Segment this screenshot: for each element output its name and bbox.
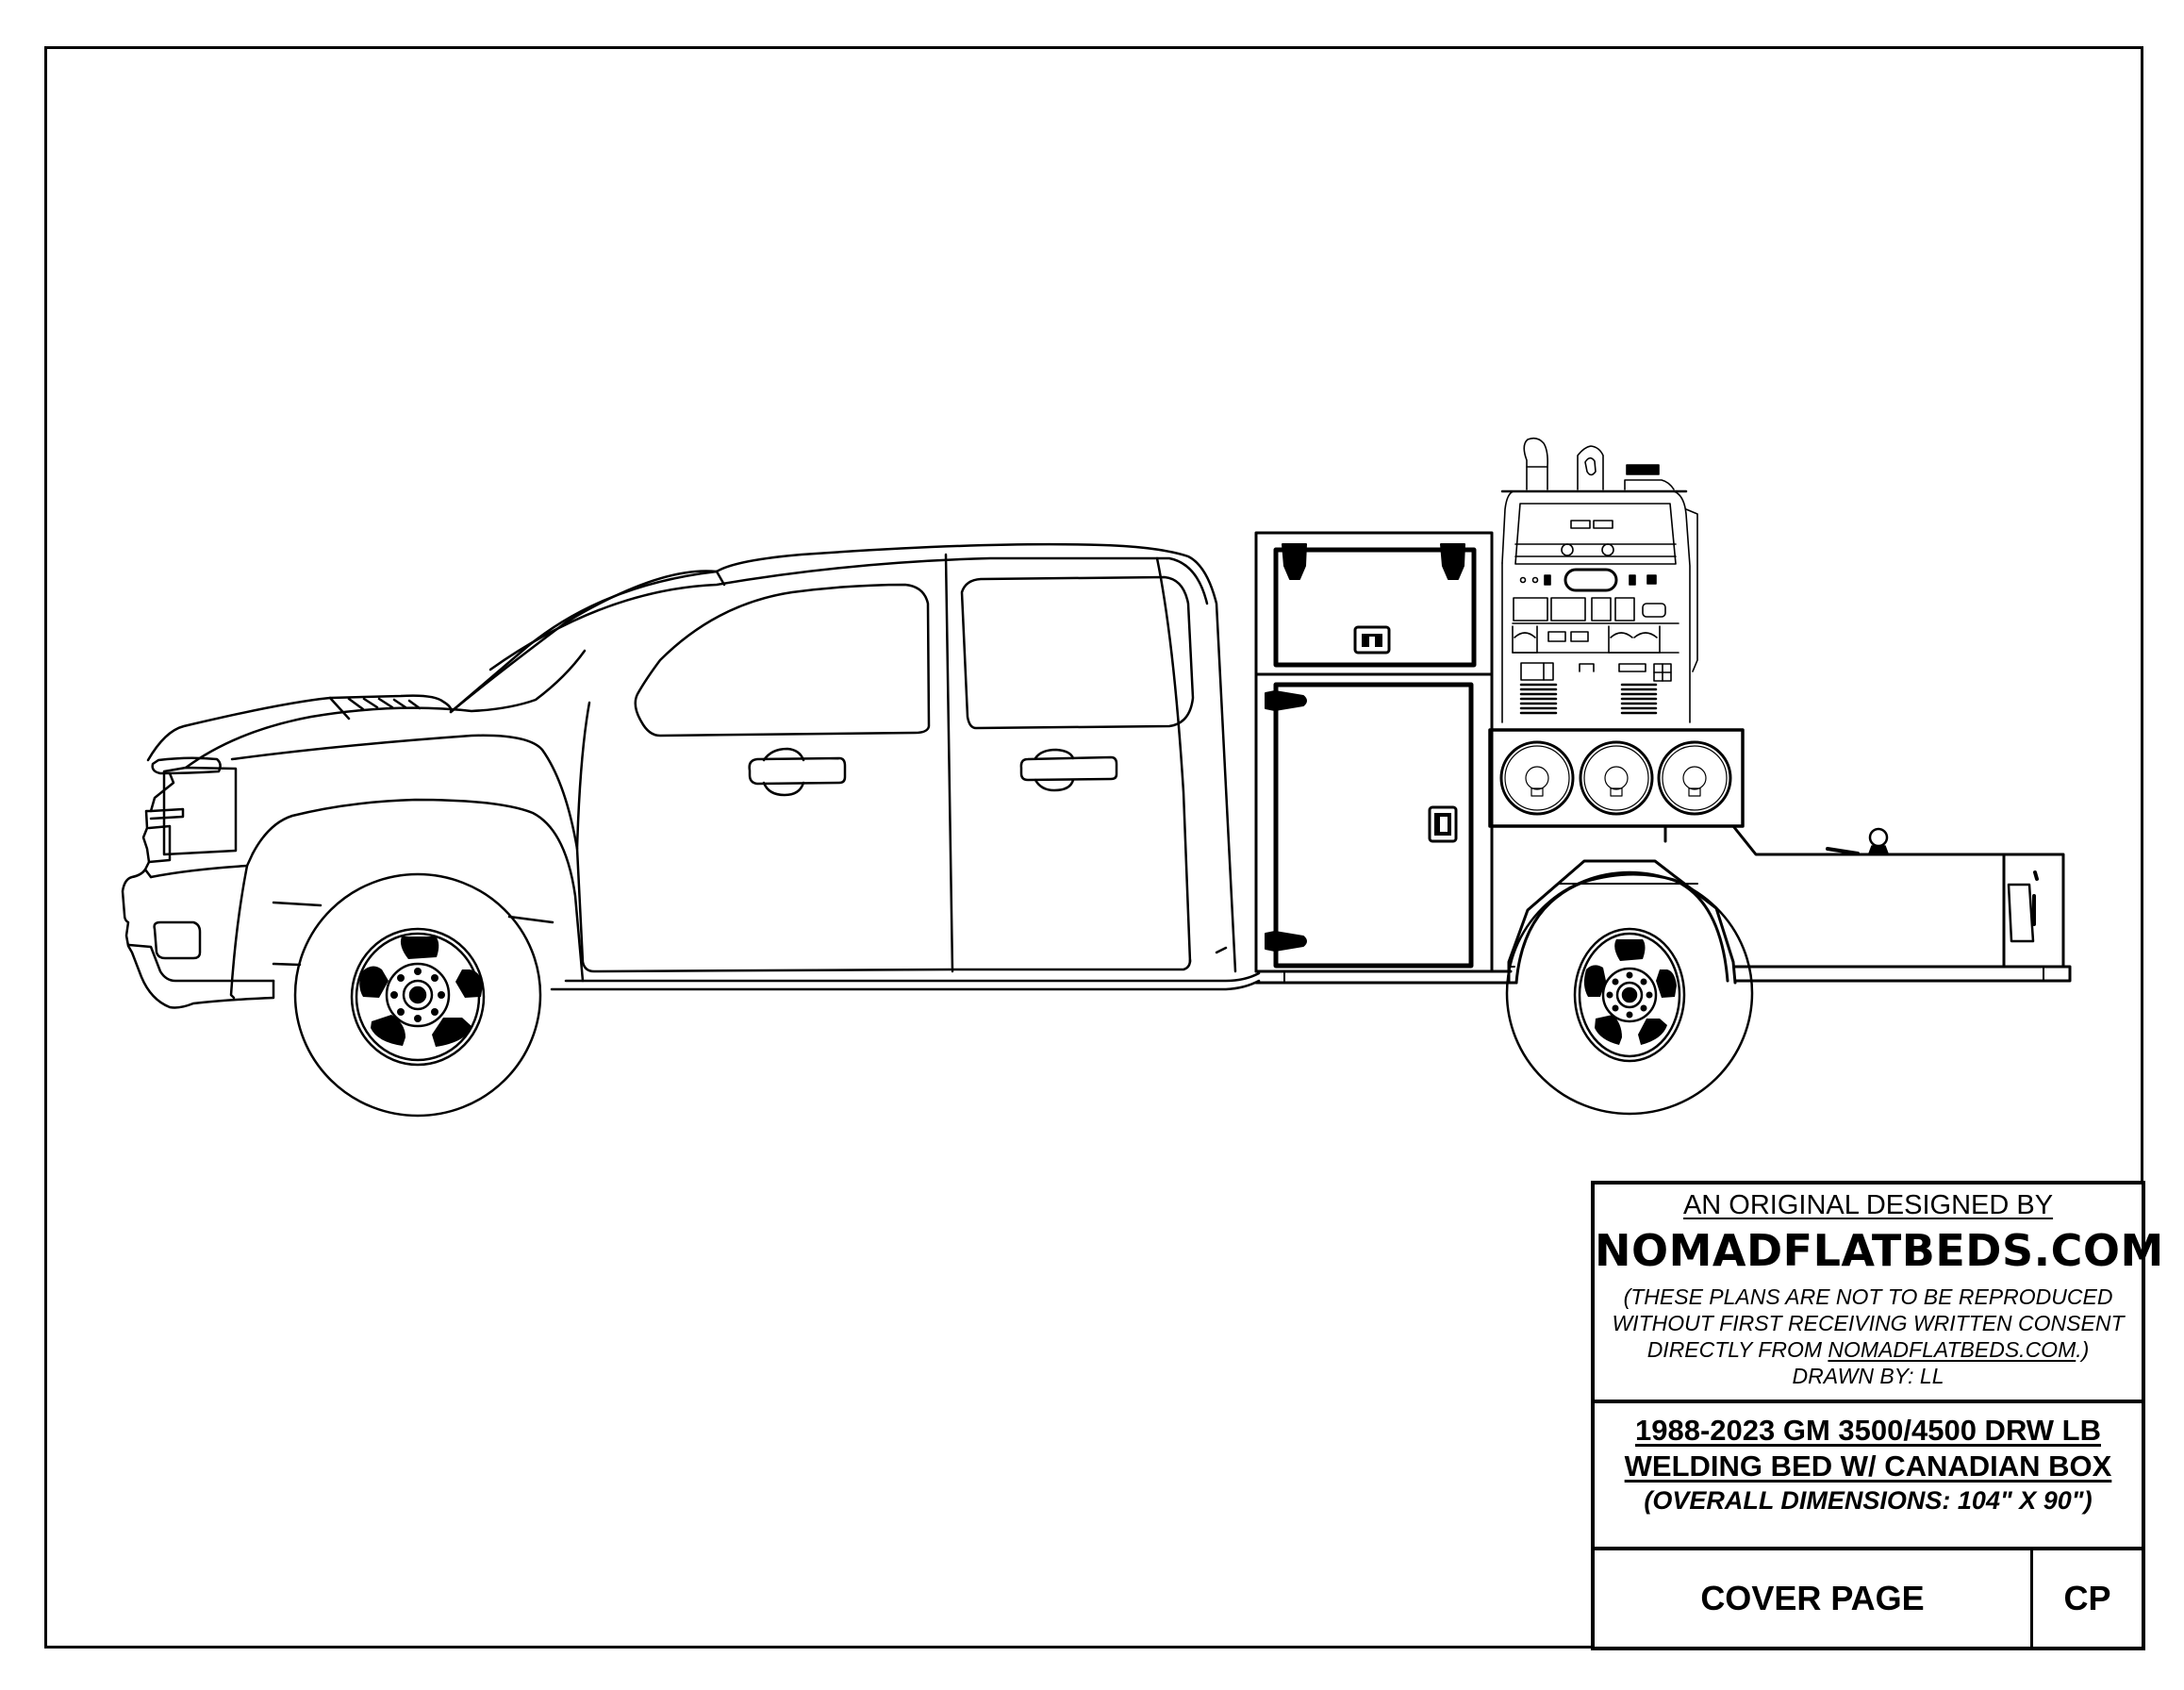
wire-spool-box bbox=[1488, 728, 1745, 828]
title-block-sheet: COVER PAGE CP bbox=[1595, 1550, 2142, 1647]
drawn-by: DRAWN BY: LL bbox=[1792, 1364, 1944, 1388]
model-line-1: 1988-2023 GM 3500/4500 DRW LB bbox=[1635, 1414, 2101, 1447]
overall-dimensions: (OVERALL DIMENSIONS: 104" X 90") bbox=[1644, 1486, 2093, 1515]
title-block-model: 1988-2023 GM 3500/4500 DRW LB WELDING BE… bbox=[1595, 1403, 2142, 1550]
notice-line-1: (THESE PLANS ARE NOT TO BE REPRODUCED bbox=[1623, 1284, 2113, 1309]
welder-generator bbox=[1500, 437, 1698, 723]
truck-cab bbox=[121, 542, 1261, 1009]
notice-line-3: DIRECTLY FROM NOMADFLATBEDS.COM.) bbox=[1595, 1336, 2142, 1363]
drawing-border bbox=[44, 46, 2143, 1649]
sheet-name: COVER PAGE bbox=[1595, 1550, 2033, 1647]
lower-storage-door bbox=[1254, 672, 1518, 985]
notice-line-3-prefix: DIRECTLY FROM bbox=[1646, 1337, 1828, 1362]
front-wheel bbox=[293, 872, 542, 1118]
title-block-credits: AN ORIGINAL DESIGNED BY NOMADFLATBEDS.CO… bbox=[1595, 1185, 2164, 1403]
model-line-2: WELDING BED W/ CANADIAN BOX bbox=[1624, 1450, 2112, 1483]
copyright-notice: (THESE PLANS ARE NOT TO BE REPRODUCED WI… bbox=[1595, 1284, 2142, 1389]
rear-wheel bbox=[1505, 870, 1754, 1116]
brand-link[interactable]: NOMADFLATBEDS.COM bbox=[1828, 1337, 2076, 1362]
notice-line-3-suffix: .) bbox=[2076, 1337, 2090, 1362]
model-title: 1988-2023 GM 3500/4500 DRW LB WELDING BE… bbox=[1595, 1413, 2142, 1484]
sheet-number: CP bbox=[2063, 1579, 2111, 1617]
designed-by-label: AN ORIGINAL DESIGNED BY bbox=[1682, 1190, 2054, 1220]
flatbed bbox=[1488, 824, 2072, 985]
notice-line-2: WITHOUT FIRST RECEIVING WRITTEN CONSENT bbox=[1612, 1311, 2125, 1335]
brand-name: NOMADFLATBEDS.COM bbox=[1595, 1225, 2164, 1276]
title-block: AN ORIGINAL DESIGNED BY NOMADFLATBEDS.CO… bbox=[1591, 1181, 2164, 1650]
upper-storage-box bbox=[1254, 531, 1494, 676]
